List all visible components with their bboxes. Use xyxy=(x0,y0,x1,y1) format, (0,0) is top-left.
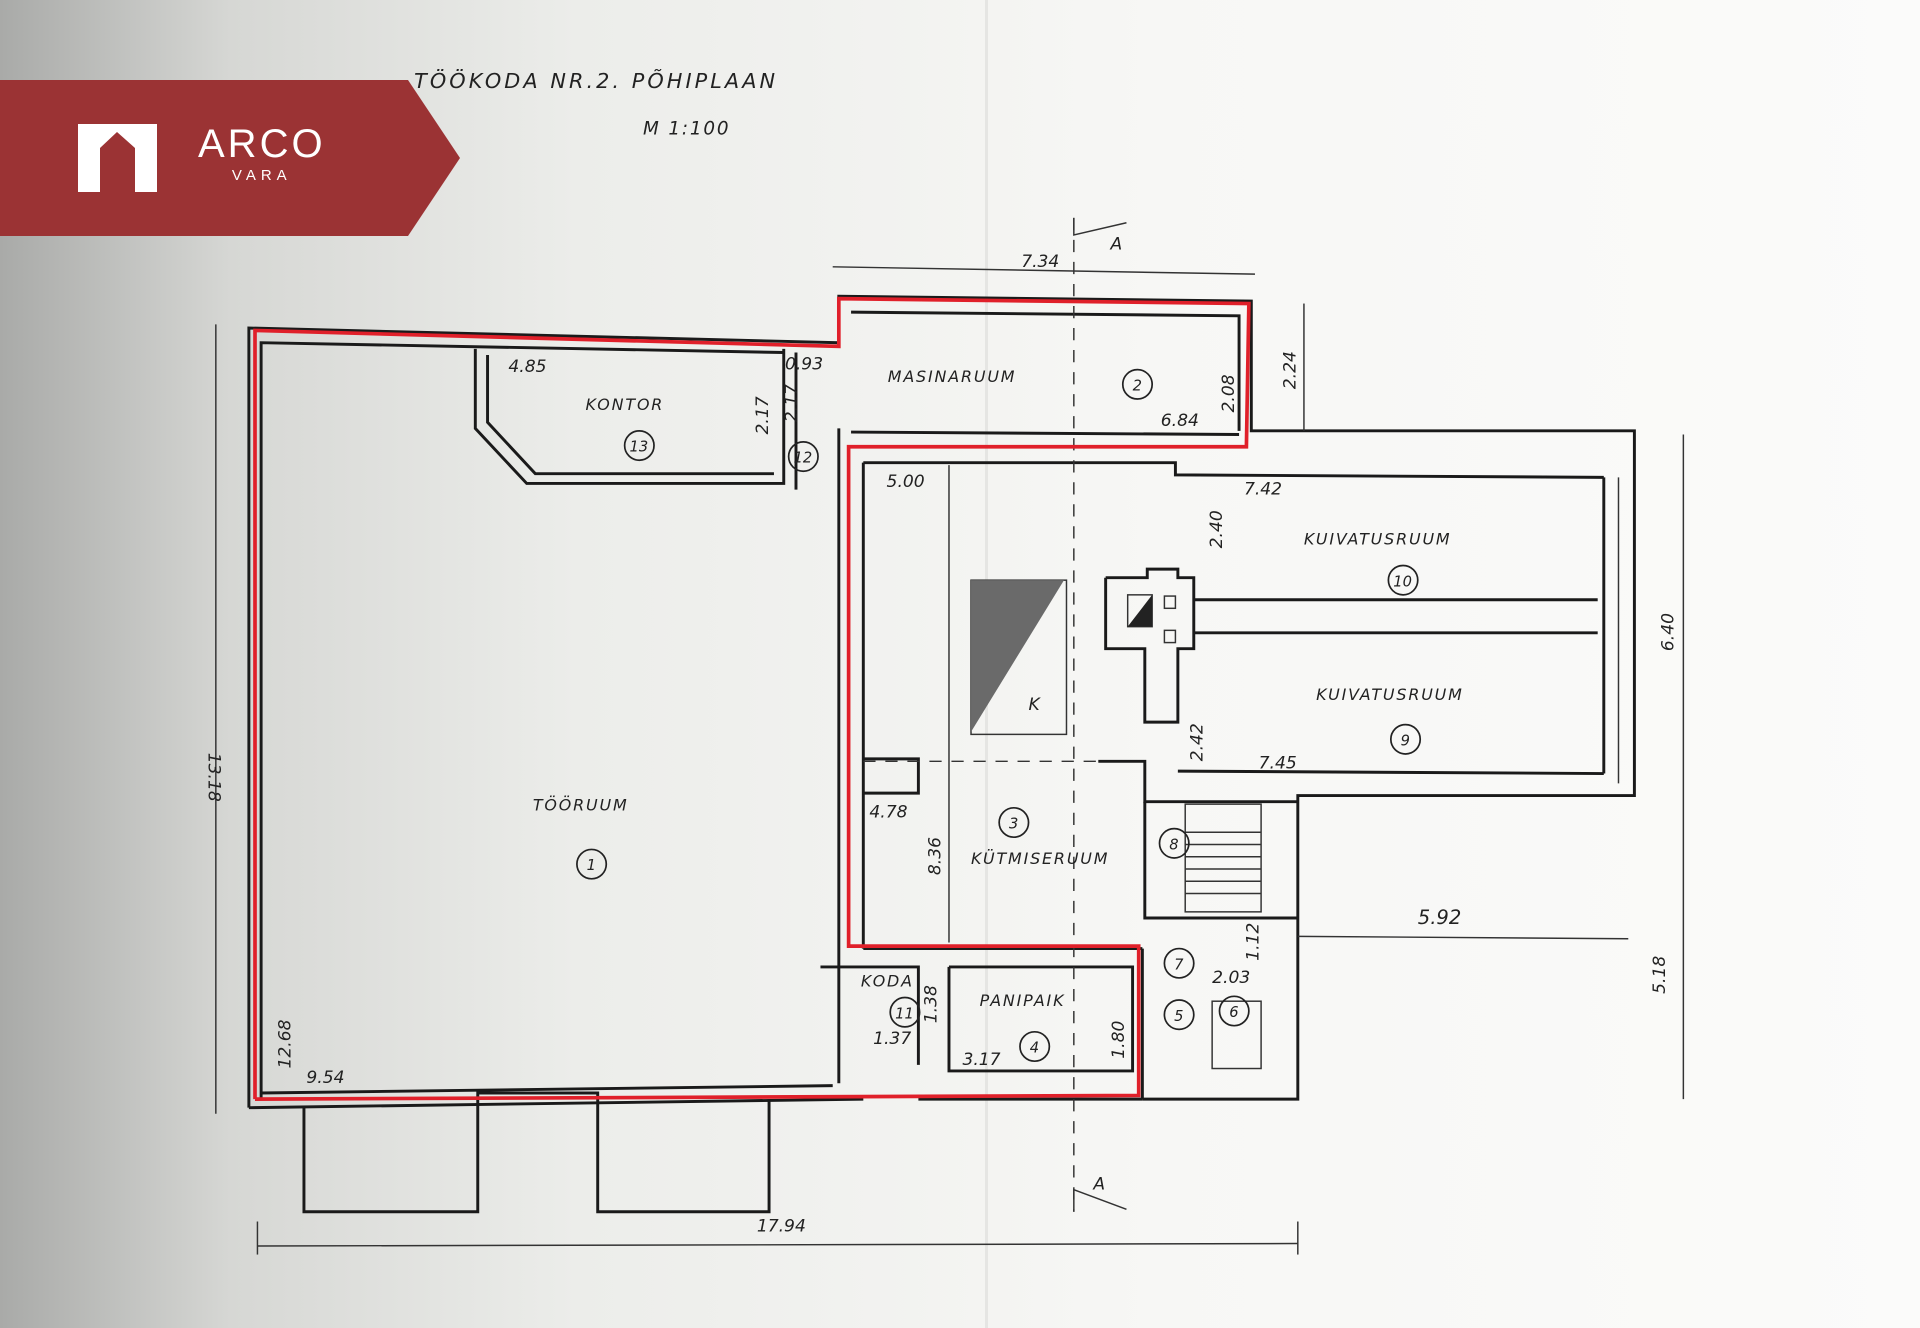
highlighted-area-outline xyxy=(253,296,1251,1101)
dimension-label: 0.93 xyxy=(785,355,823,375)
room-number-5: 5 xyxy=(1174,1008,1183,1025)
dimension-label: 5.92 xyxy=(1418,906,1462,929)
room-number-circle xyxy=(998,806,1030,839)
room-number-circle xyxy=(1389,723,1422,755)
room-name-3: KÜTMISERUUM xyxy=(971,849,1109,868)
room-number-8: 8 xyxy=(1169,836,1178,853)
dimension-label: 1.37 xyxy=(873,1029,911,1049)
dimension-label: 1.38 xyxy=(922,985,942,1023)
section-mark-top: A xyxy=(1110,235,1123,255)
walls xyxy=(247,294,1636,1214)
dimension-label: 2.08 xyxy=(1219,374,1239,412)
room-number-circle xyxy=(1163,999,1195,1031)
room-number-7: 7 xyxy=(1174,956,1184,973)
stairs xyxy=(1184,803,1262,913)
dimension-label: 2.03 xyxy=(1212,968,1250,988)
room-number-1: 1 xyxy=(587,857,596,874)
room-number-circle xyxy=(787,440,819,473)
dimension-label: 12.68 xyxy=(275,1019,295,1068)
room-number-2: 2 xyxy=(1133,377,1142,394)
room-number-circle xyxy=(1158,827,1190,859)
room-number-9: 9 xyxy=(1401,732,1410,749)
room-name-9: KUIVATUSRUUM xyxy=(1316,685,1464,704)
dimension-label: 2.17 xyxy=(753,396,773,434)
dimension-label: 8.36 xyxy=(925,837,945,875)
dimension-label: 7.45 xyxy=(1259,754,1297,774)
dimension-label: 2.40 xyxy=(1207,510,1227,548)
dimension-label: 9.54 xyxy=(306,1068,344,1088)
dimension-label: 4.85 xyxy=(508,357,546,377)
room-name-11: KODA xyxy=(861,972,914,991)
room-number-circle xyxy=(576,848,608,880)
dimension-label: 1.12 xyxy=(1244,923,1264,961)
room-number-circle xyxy=(889,996,921,1028)
room-number-10: 10 xyxy=(1393,573,1412,590)
room-number-circle xyxy=(1163,947,1195,979)
section-line xyxy=(863,217,1127,1212)
dimension-label: 6.40 xyxy=(1659,613,1679,651)
logo-name: ARCO xyxy=(198,122,326,166)
chimney-label: K xyxy=(1029,695,1042,715)
dimension-label: 7.42 xyxy=(1244,479,1282,499)
room-number-12: 12 xyxy=(794,450,813,467)
dimension-lines xyxy=(215,266,1685,1255)
room-number-3: 3 xyxy=(1009,816,1018,833)
room-number-4: 4 xyxy=(1030,1040,1039,1057)
dimension-label: 2.42 xyxy=(1187,723,1207,761)
dimension-label: 4.78 xyxy=(869,803,907,823)
dimension-label: 2.24 xyxy=(1280,351,1300,389)
room-number-circle xyxy=(1218,995,1250,1027)
dimension-label: 17.94 xyxy=(757,1216,806,1236)
room-name-10: KUIVATUSRUUM xyxy=(1304,530,1452,549)
room-number-circle xyxy=(1019,1030,1051,1063)
dimension-label: 7.34 xyxy=(1021,252,1059,272)
room-number-circle xyxy=(1387,564,1419,596)
room-number-11: 11 xyxy=(895,1005,914,1022)
house-icon xyxy=(78,124,157,192)
dimension-label: 13.18 xyxy=(203,753,223,802)
logo-text: ARCO VARA xyxy=(198,122,326,186)
room-name-1: TÖÖRUUM xyxy=(533,795,629,814)
logo-subname: VARA xyxy=(231,167,292,184)
dimension-label: 2.17 xyxy=(782,384,802,422)
dimension-label: 5.18 xyxy=(1650,956,1670,994)
room-name-2: MASINARUUM xyxy=(888,367,1017,386)
chimney-hatch xyxy=(971,580,1065,732)
room-name-4: PANIPAIK xyxy=(980,991,1066,1010)
dimension-label: 3.17 xyxy=(962,1050,1000,1070)
arco-vara-logo-banner xyxy=(0,80,460,236)
plan-title: TÖÖKODA NR.2. PÕHIPLAAN xyxy=(414,67,778,93)
dimension-label: 5.00 xyxy=(887,472,925,492)
dimension-label: 6.84 xyxy=(1161,411,1199,431)
room-number-13: 13 xyxy=(630,439,649,456)
section-mark-bottom: A xyxy=(1092,1175,1105,1195)
room-number-circle xyxy=(1121,368,1154,400)
dimension-label: 1.80 xyxy=(1109,1020,1129,1058)
room-number-6: 6 xyxy=(1229,1004,1238,1021)
plan-scale: M 1:100 xyxy=(643,119,730,140)
room-name-13: KONTOR xyxy=(585,395,664,414)
room-number-circle xyxy=(623,429,655,462)
